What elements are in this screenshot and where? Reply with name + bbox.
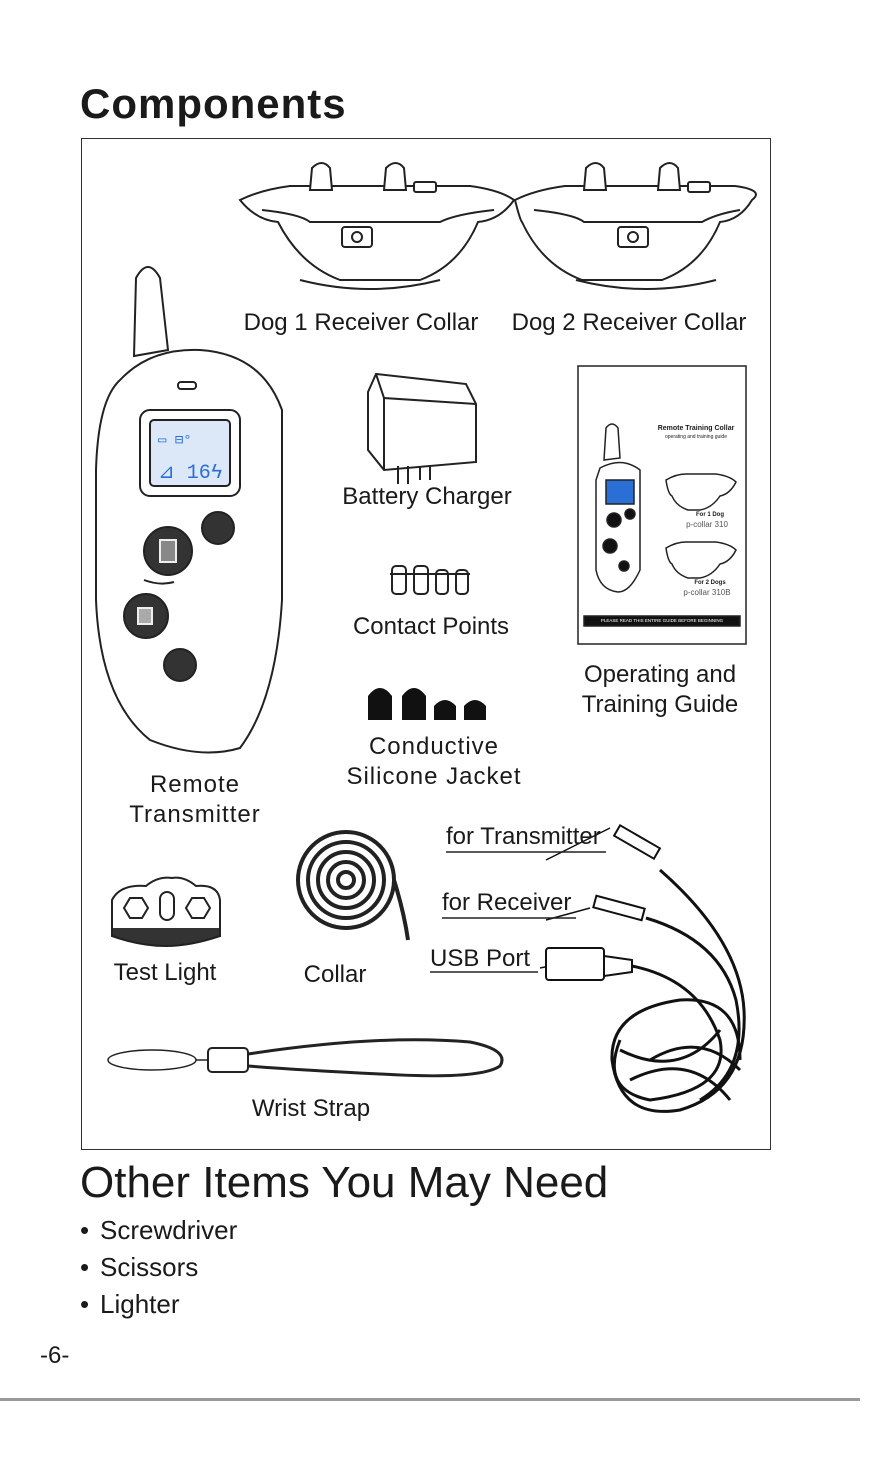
label-conductive-line2: Silicone Jacket <box>346 763 522 790</box>
guide-cover-model2-label: For 2 Dogs <box>694 580 726 586</box>
dog1-receiver-collar-image <box>238 162 516 290</box>
page-title: Components <box>80 80 347 127</box>
label-collar: Collar <box>303 961 367 988</box>
label-remote-line1: Remote <box>149 771 241 798</box>
svg-text:▭ ⊟°: ▭ ⊟° <box>158 433 192 449</box>
components-frame <box>81 138 771 1150</box>
other-items-heading: Other Items You May Need <box>80 1158 609 1207</box>
guide-cover-subtitle: operating and training guide <box>665 434 727 440</box>
label-contact-points: Contact Points <box>352 613 510 640</box>
svg-text:⊿ 16ϟ: ⊿ 16ϟ <box>158 462 223 485</box>
cable-label-rules <box>430 851 606 973</box>
list-item: Lighter <box>80 1286 237 1323</box>
guide-cover-footer: PLEASE READ THIS ENTIRE GUIDE BEFORE BEG… <box>600 618 724 623</box>
label-wrist-strap: Wrist Strap <box>251 1095 371 1122</box>
guide-cover-model1-label: For 1 Dog <box>696 512 724 518</box>
dog2-receiver-collar-image <box>513 162 757 290</box>
remote-transmitter-image: ▭ ⊟° ⊿ 16ϟ <box>95 266 283 754</box>
label-guide-line2: Training Guide <box>581 691 739 718</box>
other-items-list: Screwdriver Scissors Lighter <box>80 1212 237 1323</box>
contact-points-image <box>390 565 470 595</box>
wrist-strap-image <box>107 1038 504 1078</box>
label-test-light: Test Light <box>113 959 217 986</box>
list-item: Scissors <box>80 1249 237 1286</box>
label-dog2-collar: Dog 2 Receiver Collar <box>511 309 747 336</box>
label-remote-line2: Transmitter <box>129 801 261 828</box>
guide-cover-model2: p-collar 310B <box>683 588 731 597</box>
page-number: -6- <box>40 1342 70 1369</box>
label-dog1-collar: Dog 1 Receiver Collar <box>243 309 479 336</box>
operating-guide-image <box>577 365 747 645</box>
guide-cover-model1: p-collar 310 <box>686 520 728 529</box>
bottom-divider <box>0 1398 860 1401</box>
label-for-receiver: for Receiver <box>442 889 572 916</box>
label-guide-line1: Operating and <box>583 661 737 688</box>
guide-cover-title: Remote Training Collar <box>657 425 735 432</box>
collar-coil-image <box>296 830 410 941</box>
label-for-transmitter: for Transmitter <box>446 823 601 850</box>
list-item: Screwdriver <box>80 1212 237 1249</box>
battery-charger-image <box>367 372 477 484</box>
test-light-image <box>111 876 221 948</box>
label-battery-charger: Battery Charger <box>342 483 512 510</box>
conductive-jacket-image <box>368 688 486 720</box>
label-conductive-line1: Conductive <box>368 733 500 760</box>
label-usb-port: USB Port <box>430 945 531 972</box>
charging-cable-image <box>539 823 746 1113</box>
